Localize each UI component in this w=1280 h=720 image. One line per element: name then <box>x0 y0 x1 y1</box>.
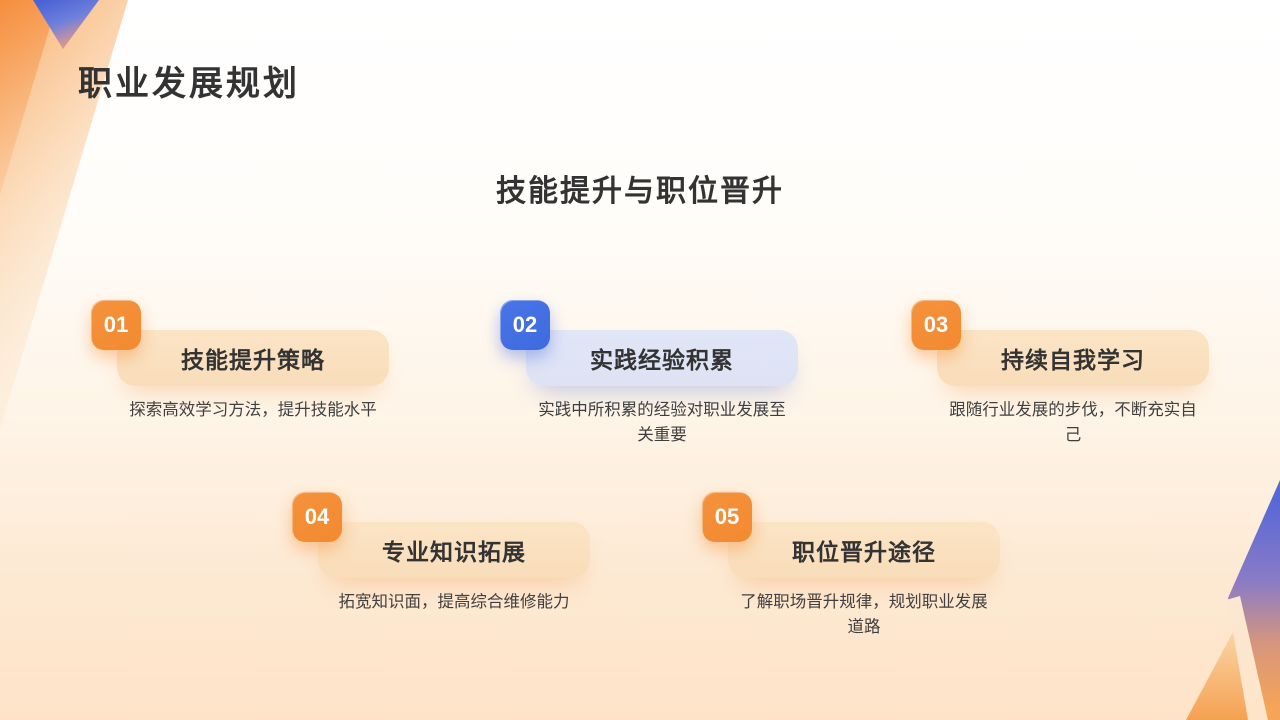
card-title-bar: 专业知识拓展 <box>318 522 590 578</box>
card-description: 了解职场晋升规律，规划职业发展道路 <box>740 593 988 636</box>
card-title-bar: 实践经验积累 <box>526 330 798 386</box>
slide-title: 职业发展规划 <box>78 65 300 103</box>
card-number-badge: 02 <box>500 300 550 350</box>
slide-heading: 技能提升与职位晋升 <box>496 175 784 208</box>
card-title: 专业知识拓展 <box>382 539 526 565</box>
blue-down-triangle <box>33 0 99 49</box>
card-title: 职位晋升途径 <box>792 539 936 565</box>
card-description: 探索高效学习方法，提升技能水平 <box>129 401 377 419</box>
card-title: 持续自我学习 <box>1001 347 1145 373</box>
card-description: 实践中所积累的经验对职业发展至关重要 <box>538 401 786 444</box>
card-number-badge: 05 <box>702 492 752 542</box>
card-number-badge: 03 <box>911 300 961 350</box>
blue-orange-gradient-band <box>1228 480 1280 720</box>
card-title-bar: 持续自我学习 <box>937 330 1209 386</box>
card-title: 技能提升策略 <box>181 347 325 373</box>
corner-decoration-bottom-right <box>1186 480 1280 720</box>
card-description: 拓宽知识面，提高综合维修能力 <box>338 593 570 611</box>
card-description: 跟随行业发展的步伐，不断充实自己 <box>949 401 1197 444</box>
orange-up-triangle <box>1186 632 1248 720</box>
card-number-badge: 01 <box>91 300 141 350</box>
card-title-bar: 技能提升策略 <box>117 330 389 386</box>
card-title: 实践经验积累 <box>590 347 734 373</box>
cream-gap-band <box>1226 596 1268 720</box>
card-title-bar: 职位晋升途径 <box>728 522 1000 578</box>
card-number-badge: 04 <box>292 492 342 542</box>
